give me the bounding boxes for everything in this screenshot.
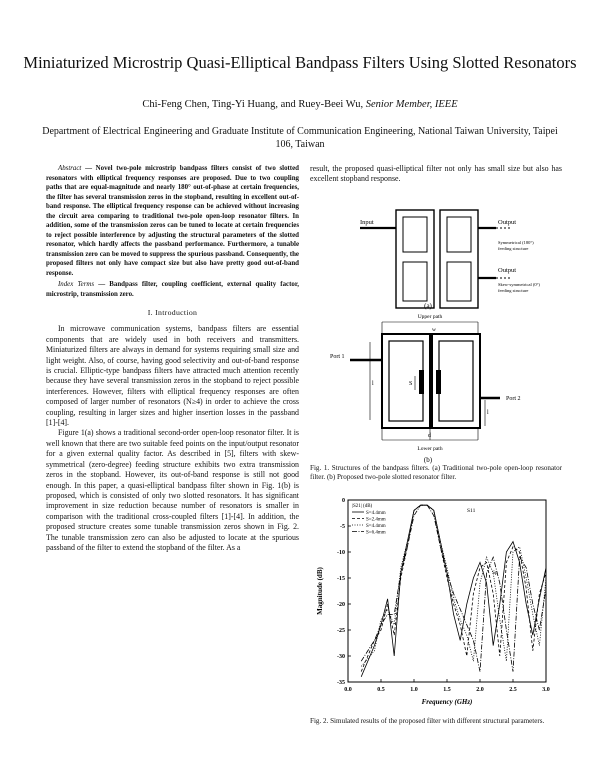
y-tick-label: -15 [337, 576, 345, 582]
fig1b-l2-label: l [487, 410, 489, 416]
index-terms-lead: Index Terms [58, 281, 95, 288]
figure-2-chart: 0 -5 -10 -15 -20 -25 -30 -35 0.0 0.5 1.0 1.5 2.0 2.5… [316, 498, 550, 706]
paper-title: Miniaturized Microstrip Quasi-Elliptical… [23, 53, 577, 72]
left-column: Abstract — Novel two-pole microstrip ban… [46, 164, 299, 553]
abstract-lead: Abstract [58, 165, 82, 172]
x-tick-label: 1.0 [410, 687, 418, 693]
chart-y-axis-label: Magnitude (dB) [316, 567, 324, 615]
x-tick-label: 3.0 [542, 687, 550, 693]
y-tick-label: -5 [340, 524, 345, 530]
chart-inner-label-sp: Sp [492, 570, 498, 576]
abstract: Abstract — Novel two-pole microstrip ban… [46, 164, 299, 278]
fig1b-port1-label: Port 1 [330, 354, 345, 360]
fig1b-d-label: d [428, 433, 431, 439]
x-tick-label: 0.0 [344, 687, 352, 693]
fig1b-port2-label: Port 2 [506, 396, 521, 402]
fig1b-label: (b) [424, 456, 433, 464]
chart-y-ticks: 0 -5 -10 -15 -20 -25 -30 -35 [337, 498, 351, 686]
figure-1-caption: Fig. 1. Structures of the bandpass filte… [310, 464, 562, 482]
right-column-text: result, the proposed quasi-elliptical fi… [310, 164, 562, 185]
fig1b-w-label: w [432, 327, 436, 333]
fig1b-diagram [350, 321, 500, 441]
fig1b-l1-label: l [372, 381, 374, 387]
series-line-3 [360, 504, 547, 667]
index-terms: Index Terms — Bandpass filter, coupling … [46, 280, 299, 299]
chart-x-ticks: 0.0 0.5 1.0 1.5 2.0 2.5 3.0 [344, 679, 550, 693]
x-tick-label: 1.5 [443, 687, 451, 693]
y-tick-label: 0 [342, 498, 345, 504]
chart-x-axis-label: Frequency (GHz) [422, 698, 473, 706]
y-tick-label: -25 [337, 628, 345, 634]
intro-paragraph-1: In microwave communication systems, band… [46, 324, 299, 428]
affiliation: Department of Electrical Engineering and… [42, 126, 558, 150]
fig1a-note-1b: feeding structure [498, 246, 528, 251]
intro-continuation: result, the proposed quasi-elliptical fi… [310, 164, 562, 184]
fig1a-note-2b: feeding structure [498, 288, 528, 293]
y-tick-label: -35 [337, 680, 345, 686]
fig1a-input-label: Input [360, 219, 374, 226]
abstract-text: — Novel two-pole microstrip bandpass fil… [46, 165, 299, 277]
series-line-2 [360, 504, 547, 672]
fig1a-diagram [360, 209, 510, 309]
fig1b-upper-path-label: Upper path [418, 314, 443, 320]
series-line-1 [360, 504, 547, 677]
figure-1: Input Output Symmetrical (180°) feeding … [330, 209, 540, 464]
chart-inner-label-s11: S11 [467, 508, 476, 514]
x-tick-label: 2.0 [476, 687, 484, 693]
author-role: Senior Member, IEEE [365, 99, 458, 110]
chart-inner-label-top: |S21| (dB) [352, 504, 373, 509]
x-tick-label: 0.5 [377, 687, 385, 693]
fig1a-output-label-1: Output [498, 219, 516, 226]
x-tick-label: 2.5 [509, 687, 517, 693]
fig1a-label: (a) [424, 302, 432, 310]
intro-paragraph-2: Figure 1(a) shows a traditional second-o… [46, 428, 299, 552]
legend-label-3: S=4.4mm [366, 524, 386, 529]
series-line-4 [360, 504, 547, 672]
legend-label-2: S=2.4mm [366, 517, 386, 522]
y-tick-label: -20 [337, 602, 345, 608]
fig1a-output-label-2: Output [498, 267, 516, 274]
figure-2-caption: Fig. 2. Simulated results of the propose… [310, 717, 545, 725]
fig1a-note-2a: Skew-symmetrical (0°) [498, 282, 540, 287]
legend-label-1: S=4.4mm [366, 511, 386, 516]
section-heading: I. Introduction [147, 308, 198, 317]
author-names: Chi-Feng Chen, Ting-Yi Huang, and Ruey-B… [142, 99, 364, 110]
fig1a-note-1a: Symmetrical (180°) [498, 240, 534, 245]
y-tick-label: -30 [337, 654, 345, 660]
legend-label-4: S=6.4mm [366, 530, 386, 535]
chart-series [360, 504, 547, 677]
fig1b-s-label: S [409, 381, 412, 387]
y-tick-label: -10 [337, 550, 345, 556]
authors: Chi-Feng Chen, Ting-Yi Huang, and Ruey-B… [20, 99, 580, 110]
fig1b-lower-path-label: Lower path [417, 446, 442, 452]
index-terms-text: — Bandpass filter, coupling coefficient,… [46, 281, 299, 298]
